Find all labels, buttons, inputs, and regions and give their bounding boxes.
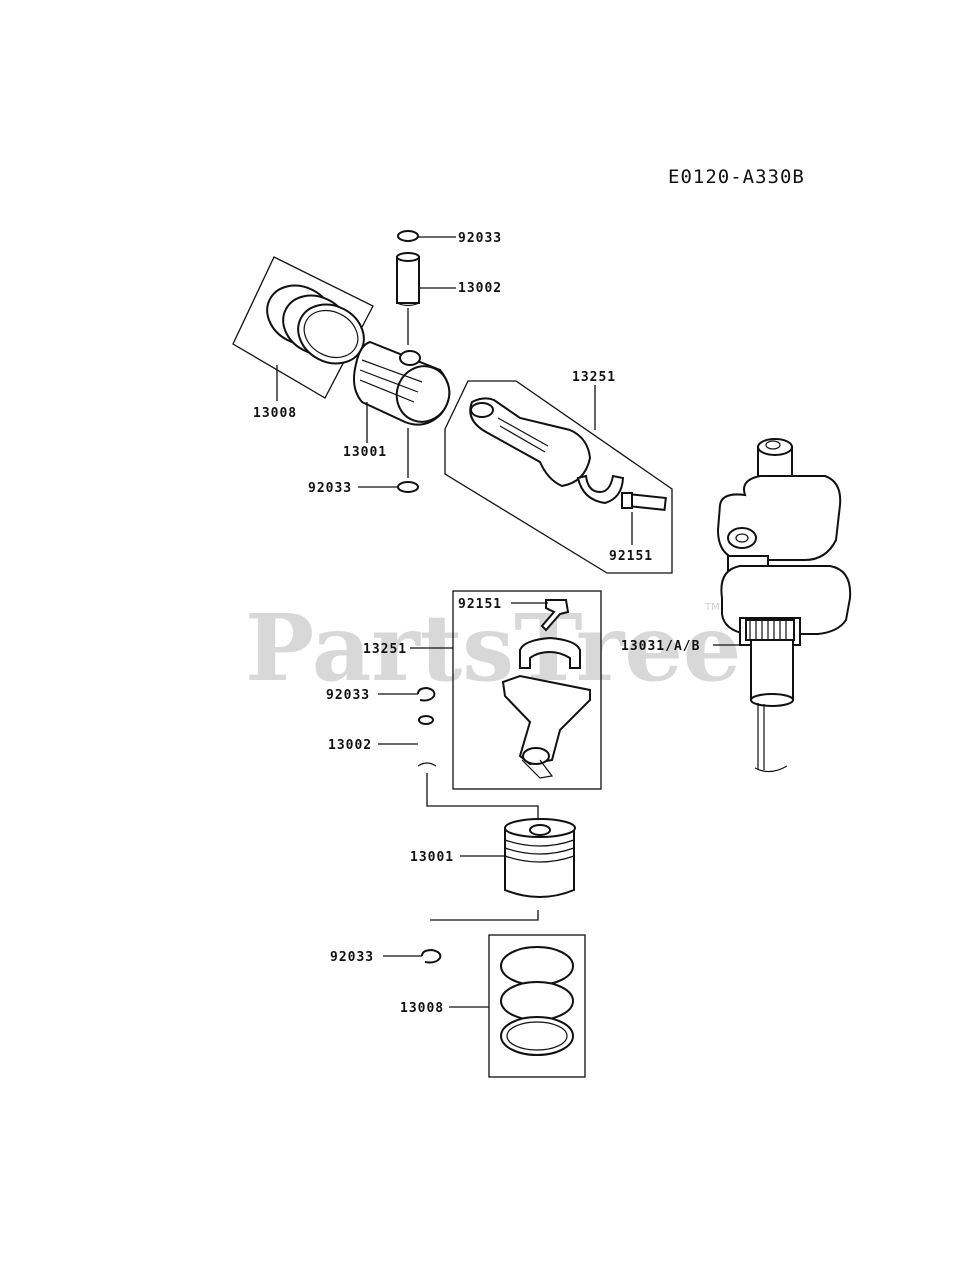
- snap-ring-lower-part[interactable]: [417, 686, 436, 702]
- label-rod-top[interactable]: 13251: [572, 370, 616, 385]
- piston-pin-lower-part[interactable]: [417, 715, 437, 767]
- piston-to-rings-line: [430, 910, 539, 921]
- label-bolt-lower[interactable]: 92151: [458, 597, 502, 612]
- label-rod-lower[interactable]: 13251: [363, 642, 407, 657]
- label-snap-ring-bottom[interactable]: 92033: [330, 950, 374, 965]
- piston-lower-part[interactable]: [504, 818, 576, 898]
- label-snap-ring-top[interactable]: 92033: [458, 231, 502, 246]
- piston-top-part[interactable]: [353, 340, 457, 429]
- label-piston-lower[interactable]: 13001: [410, 850, 454, 865]
- label-rings-top[interactable]: 13008: [253, 406, 297, 421]
- diagram-code: E0120-A330B: [668, 166, 805, 188]
- label-snap-ring-lower[interactable]: 92033: [326, 688, 370, 703]
- pin-to-piston-line: [426, 773, 539, 826]
- connecting-rod-top-part[interactable]: [444, 380, 673, 574]
- label-rings-bottom[interactable]: 13008: [400, 1001, 444, 1016]
- trademark-mark: TM: [704, 602, 720, 613]
- label-piston-top[interactable]: 13001: [343, 445, 387, 460]
- label-bolt-top[interactable]: 92151: [609, 549, 653, 564]
- piston-pin-top-part[interactable]: [396, 252, 420, 307]
- label-crankshaft[interactable]: 13031/A/B: [621, 639, 700, 654]
- piston-rings-bottom-part[interactable]: [488, 934, 586, 1078]
- snap-ring-top-part[interactable]: [397, 230, 419, 242]
- watermark: PartsTree: [245, 594, 741, 702]
- label-pin-top[interactable]: 13002: [458, 281, 502, 296]
- piston-rings-top-part[interactable]: [232, 256, 374, 399]
- crankshaft-part[interactable]: [716, 438, 852, 773]
- connecting-rod-lower-part[interactable]: [452, 590, 602, 790]
- snap-ring-top2-part[interactable]: [397, 481, 419, 493]
- label-pin-lower[interactable]: 13002: [328, 738, 372, 753]
- snap-ring-bottom-part[interactable]: [421, 948, 442, 964]
- label-snap-ring-top2[interactable]: 92033: [308, 481, 352, 496]
